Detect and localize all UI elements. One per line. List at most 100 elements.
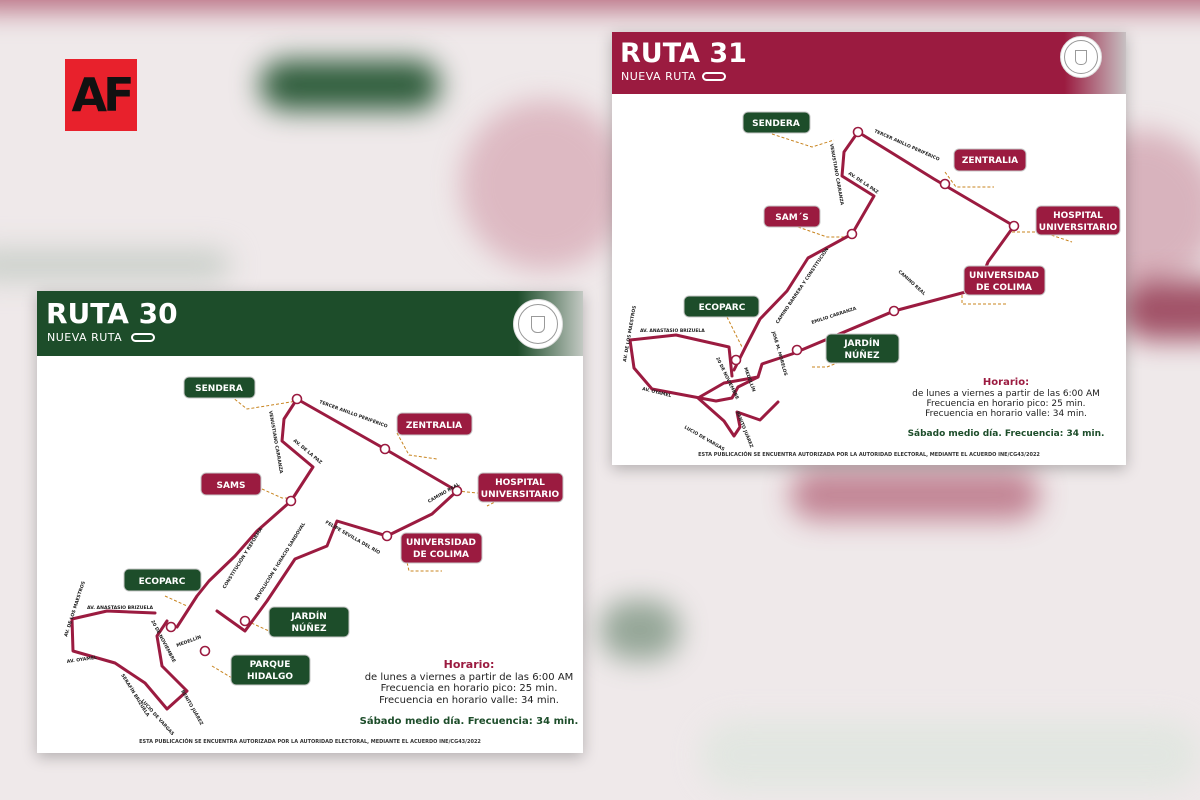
stop-label-zentralia: ZENTRALIA	[406, 421, 462, 431]
schedule-line-1: de lunes a viernes a partir de las 6:00 …	[912, 388, 1100, 399]
stop-dot-sams	[285, 495, 297, 507]
route-31-header: RUTA 31 NUEVA RUTA	[612, 32, 1126, 94]
route-31-inner-line	[732, 130, 876, 372]
street-label-oyamel: AV. OYAMEL	[66, 655, 97, 665]
stop-label-universidad-1: UNIVERSIDAD	[969, 271, 1039, 281]
bg-blob-6	[700, 720, 1200, 790]
route-30-map: SENDERA ZENTRALIA SAMS HOSPITALUNIVERSIT…	[63, 376, 564, 737]
street-label-tercer-anillo: TERCER ANILLO PERIFÉRICO	[318, 397, 389, 429]
ecoparc-connector	[164, 595, 188, 607]
stop-badge-hospital: HOSPITAL UNIVERSITARIO	[1035, 205, 1121, 236]
stop-dot-hospital	[1008, 220, 1020, 232]
schedule-saturday: Sábado medio día. Frecuencia: 34 min.	[359, 716, 579, 728]
stop-badge-zentralia: ZENTRALIA	[396, 412, 473, 436]
government-seal-icon	[1060, 36, 1102, 78]
route-30-west-loop	[70, 609, 189, 711]
stop-badge-universidad: UNIVERSIDAD DE COLIMA	[963, 265, 1046, 296]
stop-badge-hospital: HOSPITAL UNIVERSITARIO	[477, 472, 564, 503]
schedule-box: Horario: de lunes a viernes a partir de …	[890, 377, 1122, 439]
route-title: RUTA 30	[46, 297, 178, 330]
route-31-map: SENDERA ZENTRALIA SAM´S HOSPITAL UNIVERSI…	[622, 111, 1121, 453]
stop-label-universidad-2: DE COLIMA	[976, 283, 1032, 293]
stop-label-jardin-2: NÚÑEZ	[291, 622, 327, 634]
stop-label-parque-2: HIDALGO	[247, 672, 293, 682]
stop-dot-parque	[199, 645, 211, 657]
street-label-benito: BENITO JUÁREZ	[179, 689, 205, 727]
stop-label-jardin-1: JARDÍN	[843, 337, 880, 349]
schedule-line-2: Frecuencia en horario pico: 25 min.	[380, 683, 558, 695]
route-title: RUTA 31	[620, 38, 747, 69]
schedule-line-2: Frecuencia en horario pico: 25 min.	[926, 398, 1086, 409]
bg-blob-1	[0, 250, 230, 280]
stop-badge-ecoparc: ECOPARC	[683, 295, 760, 318]
stop-dot-sams	[846, 228, 858, 240]
stop-dot-sendera	[852, 126, 864, 138]
stop-label-hospital-1: HOSPITAL	[1053, 211, 1103, 221]
route-pill-icon	[702, 72, 726, 81]
stop-label-hospital-1: HOSPITAL	[495, 478, 545, 488]
bg-blob-4	[790, 470, 1040, 520]
stop-dot-ecoparc	[730, 354, 742, 366]
stop-label-zentralia: ZENTRALIA	[962, 156, 1018, 166]
schedule-line-3: Frecuencia en horario valle: 34 min.	[925, 409, 1087, 420]
route-30-header: RUTA 30 NUEVA RUTA	[37, 291, 583, 356]
street-label-av-lic: AV. DE LOS MAESTROS	[63, 580, 87, 637]
stop-label-sendera: SENDERA	[752, 119, 800, 129]
stop-label-sendera: SENDERA	[195, 384, 243, 394]
bg-blob-5	[1120, 280, 1200, 340]
zentralia-connector	[944, 171, 994, 188]
stop-dot-hospital	[451, 485, 463, 497]
route-30-card: RUTA 30 NUEVA RUTA	[37, 291, 583, 753]
route-30-inner-line	[175, 397, 315, 629]
street-label-av-lic: AV. DE LOS MAESTROS	[622, 305, 638, 362]
schedule-heading: Horario:	[443, 658, 495, 671]
stop-badge-sendera: SENDERA	[183, 376, 256, 399]
stop-dot-ecoparc	[165, 621, 177, 633]
street-label-carrera: CAMINO BARRERA Y CONSTITUCIÓN	[774, 246, 831, 325]
street-label-oyamel: AV. OYAMEL	[642, 386, 672, 399]
ecoparc-connector	[726, 316, 743, 348]
street-label-camino-real: CAMINO REAL	[897, 269, 927, 297]
stop-badge-sams: SAM´S	[763, 205, 821, 228]
stop-dot-universidad	[381, 530, 393, 542]
universidad-connector	[961, 295, 1007, 305]
sendera-connector	[771, 133, 835, 148]
schedule-line-3: Frecuencia en horario valle: 34 min.	[379, 694, 559, 706]
sendera-connector	[226, 392, 298, 410]
stop-label-sams: SAM´S	[775, 212, 808, 223]
street-label-anastasio: AV. ANASTASIO BRIZUELA	[640, 328, 705, 334]
stop-badge-sendera: SENDERA	[742, 111, 811, 134]
zentralia-connector	[396, 432, 438, 460]
bg-blob-green	[260, 60, 440, 110]
stop-label-ecoparc: ECOPARC	[699, 303, 746, 313]
schedule-saturday: Sábado medio día. Frecuencia: 34 min.	[907, 428, 1105, 439]
bg-blob-2	[460, 100, 630, 270]
bg-strip-top	[0, 0, 1200, 10]
route-30-main-line	[215, 397, 459, 633]
sams-connector	[261, 488, 290, 499]
street-label-lucio: LUCIO DE VARGAS	[683, 425, 726, 453]
stop-label-jardin-2: NÚÑEZ	[844, 349, 880, 361]
schedule-box: Horario: de lunes a viernes a partir de …	[359, 658, 579, 728]
stop-dot-zentralia	[939, 178, 951, 190]
af-logo: AF	[65, 59, 137, 131]
stop-label-ecoparc: ECOPARC	[139, 577, 186, 587]
stop-label-universidad-2: DE COLIMA	[413, 550, 469, 560]
route-31-south-loop	[696, 375, 780, 438]
bg-blob-7	[600, 600, 680, 660]
legal-footer: ESTA PUBLICACIÓN SE ENCUENTRA AUTORIZADA…	[139, 739, 481, 745]
street-label-anastasio: AV. ANASTASIO BRIZUELA	[87, 605, 154, 611]
street-label-gonzalo: JOSÉ M. MORELOS	[770, 329, 791, 376]
stop-dot-zentralia	[379, 443, 391, 455]
stop-dot-jardin	[791, 344, 803, 356]
stop-label-hospital-2: UNIVERSITARIO	[481, 490, 560, 500]
schedule-line-1: de lunes a viernes a partir de las 6:00 …	[364, 671, 574, 683]
route-pill-icon	[131, 333, 155, 342]
government-seal-icon	[513, 299, 563, 349]
stop-label-hospital-2: UNIVERSITARIO	[1039, 223, 1118, 233]
street-label-medellin: MEDELLÍN	[175, 632, 202, 648]
street-label-felipe: FELIPE SEVILLA DEL RÍO	[324, 518, 382, 556]
